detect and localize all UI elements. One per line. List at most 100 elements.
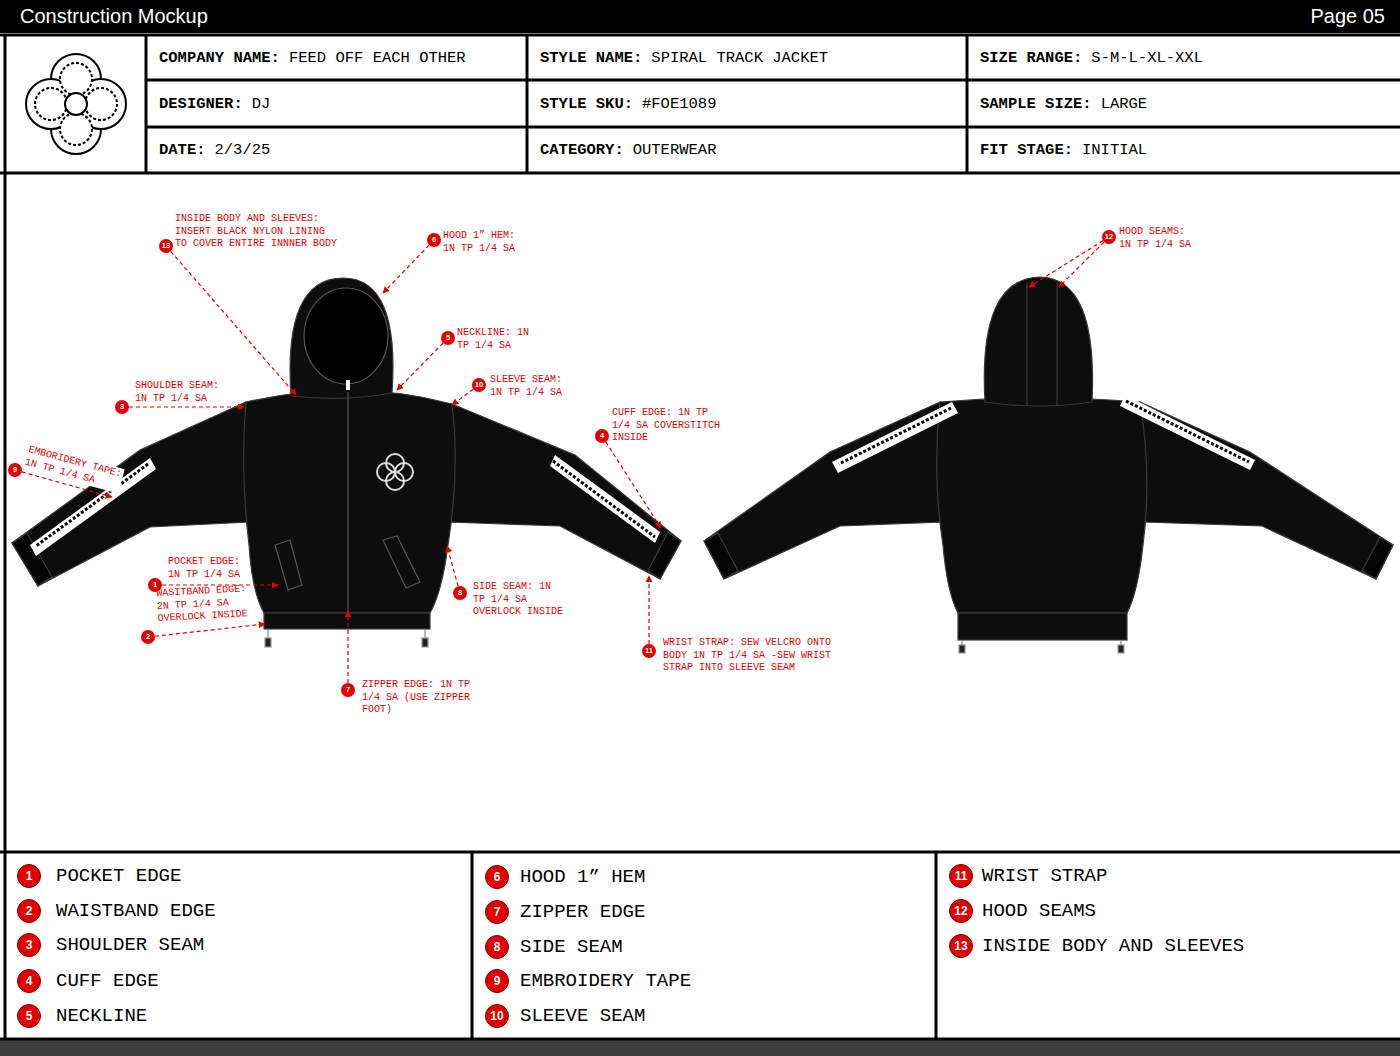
table-rule (0, 1038, 1400, 1041)
hood-opening (304, 288, 388, 384)
field-value: FEED OFF EACH OTHER (289, 49, 466, 67)
callout-number-text: 1 (26, 870, 33, 882)
field-value: LARGE (1101, 95, 1148, 113)
callout-number: 11 (642, 644, 656, 658)
sleeve (12, 402, 250, 586)
callout-number: 1 (17, 864, 41, 888)
callout-note: SLEEVE SEAM: 1N TP 1/4 SA (490, 374, 564, 399)
table-rule (0, 851, 1400, 854)
hood (984, 277, 1092, 406)
toggle (959, 645, 965, 653)
legend-text: WRIST STRAP (982, 865, 1107, 887)
table-rule (0, 172, 1400, 175)
field-name: STYLE SKU: (540, 95, 633, 113)
callout-number-text: 4 (600, 432, 604, 440)
field-name: DESIGNER: (159, 95, 243, 113)
callout-number: 4 (17, 969, 41, 993)
leader-line (166, 246, 296, 395)
field-name: DATE: (159, 141, 206, 159)
legend-text: NECKLINE (56, 1005, 147, 1027)
callout-number: 5 (441, 331, 455, 345)
legend-text: HOOD SEAMS (982, 900, 1096, 922)
callout-number: 6 (427, 233, 441, 247)
table-rule (145, 35, 148, 173)
callout-note: POCKET EDGE: 1N TP 1/4 SA (168, 556, 242, 581)
callout-number-text: 10 (490, 1010, 503, 1022)
chest-logo (377, 463, 395, 481)
zipper-pull (346, 380, 350, 390)
callout-number: 13 (159, 239, 173, 253)
hood (290, 278, 393, 398)
callout-number: 10 (485, 1004, 509, 1028)
callout-number: 9 (8, 463, 22, 477)
legend-text: EMBROIDERY TAPE (520, 970, 691, 992)
field-value: OUTERWEAR (633, 141, 717, 159)
pocket (383, 536, 420, 588)
callout-note: HOOD 1” HEM: 1N TP 1/4 SA (443, 230, 517, 255)
callout-number-text: 2 (146, 633, 150, 641)
callout-note: SIDE SEAM: 1N TP 1/4 SA OVERLOCK INSIDE (473, 581, 565, 619)
table-rule (966, 35, 969, 173)
callout-number: 12 (949, 899, 973, 923)
callout-number-text: 7 (494, 906, 501, 918)
callout-number: 8 (485, 935, 509, 959)
callout-note: WRIST STRAP: SEW VELCRO ONTO BODY 1N TP … (663, 637, 833, 675)
callout-number: 7 (341, 683, 355, 697)
legend-text: CUFF EDGE (56, 970, 159, 992)
callout-number-text: 7 (346, 686, 350, 694)
callout-number-text: 8 (458, 589, 462, 597)
leader-line (1029, 237, 1109, 287)
logo-ring (35, 88, 67, 120)
callout-number: 5 (17, 1004, 41, 1028)
tape-lettering (1126, 401, 1249, 462)
pocket (275, 540, 302, 590)
callout-number: 1 (148, 578, 162, 592)
callout-note: SHOULDER SEAM: 1N TP 1/4 SA (135, 380, 221, 405)
tape-lettering (553, 461, 655, 537)
field-name: SAMPLE SIZE: (980, 95, 1092, 113)
hood-seam (1056, 283, 1057, 406)
callout-note: NECKLINE: 1N TP 1/4 SA (457, 327, 531, 352)
callout-number: 13 (949, 934, 973, 958)
cuff (704, 533, 738, 579)
callout-number-text: 9 (13, 466, 17, 474)
callout-number-text: 1 (153, 581, 157, 589)
callout-number-text: 12 (1105, 233, 1113, 241)
callout-number-text: 12 (954, 905, 967, 917)
callout-note: ZIPPER EDGE: 1N TP 1/4 SA (USE ZIPPER FO… (362, 679, 472, 717)
title-bar (0, 0, 1400, 33)
callout-number-text: 5 (26, 1010, 33, 1022)
legend-text: ZIPPER EDGE (520, 901, 645, 923)
callout-number-text: 5 (446, 334, 450, 342)
callout-number-text: 2 (26, 905, 33, 917)
legend-text: INSIDE BODY AND SLEEVES (982, 935, 1244, 957)
logo-center (65, 93, 87, 115)
callout-number: 3 (17, 933, 41, 957)
callout-number-text: 3 (120, 403, 124, 411)
embroidery-tape (832, 402, 958, 473)
logo-ring (85, 88, 117, 120)
field-value: SPIRAL TRACK JACKET (651, 49, 828, 67)
legend-text: HOOD 1” HEM (520, 866, 645, 888)
toggle (1118, 645, 1124, 653)
embroidery-tape (550, 455, 660, 543)
toggle (265, 638, 271, 647)
leader-line (122, 406, 244, 407)
field-value: INITIAL (1082, 141, 1147, 159)
tape-lettering (839, 408, 951, 464)
field-name: COMPANY NAME: (159, 49, 280, 67)
field-value: 2/3/25 (215, 141, 271, 159)
leader-line (648, 576, 649, 651)
logo-ring (60, 63, 92, 95)
callout-note: HOOD SEAMS: 1N TP 1/4 SA (1119, 226, 1193, 251)
field-value: #FOE1089 (642, 95, 716, 113)
jacket-body (244, 390, 456, 613)
callout-number: 3 (115, 400, 129, 414)
leader-line (602, 436, 661, 528)
field-name: STYLE NAME: (540, 49, 642, 67)
callout-number: 9 (485, 969, 509, 993)
leader-line (1059, 237, 1109, 287)
logo-ring (60, 113, 92, 145)
table-rule (4, 35, 7, 1039)
